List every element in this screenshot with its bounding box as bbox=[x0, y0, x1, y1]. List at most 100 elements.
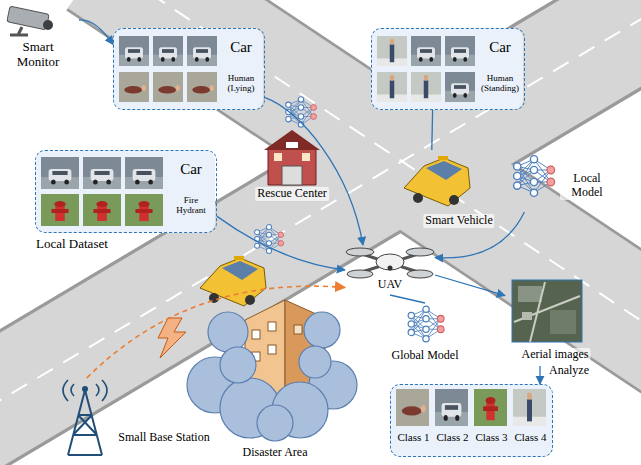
rescue-center bbox=[282, 166, 302, 185]
box-text: Car bbox=[180, 161, 202, 178]
box-text: Fire Hydrant bbox=[168, 195, 214, 216]
thumbnail bbox=[119, 36, 149, 66]
thumbnail bbox=[377, 36, 407, 66]
neural-net-icon bbox=[408, 306, 444, 342]
uav-icon bbox=[362, 254, 418, 272]
disaster-node: Disaster Area bbox=[200, 300, 350, 462]
node-label: Local Dataset bbox=[34, 237, 110, 252]
thumbnail bbox=[187, 36, 217, 66]
uav-icon bbox=[347, 270, 373, 278]
thumbnail bbox=[41, 36, 546, 426]
box-text: Class 1 bbox=[397, 431, 429, 444]
box-fill bbox=[113, 28, 263, 110]
thumbnail bbox=[41, 157, 79, 189]
thumbnail bbox=[377, 72, 407, 102]
disaster-area bbox=[299, 346, 331, 378]
rescue-center bbox=[264, 130, 320, 185]
camera-icon bbox=[43, 20, 53, 30]
aerial-image bbox=[512, 280, 582, 342]
rescue-center bbox=[302, 153, 310, 161]
thumbnail bbox=[153, 72, 183, 102]
thumbnail bbox=[41, 194, 79, 226]
thumbnail bbox=[125, 194, 163, 226]
road bbox=[0, 0, 641, 424]
node-label: Global Model bbox=[390, 349, 461, 363]
building-node: Rescue Center bbox=[250, 125, 334, 205]
box-text: Class 3 bbox=[475, 431, 507, 444]
node-label: Rescue Center bbox=[255, 187, 329, 201]
rescue-center bbox=[264, 130, 320, 150]
disaster-area bbox=[208, 312, 248, 352]
thumbnail bbox=[445, 72, 475, 102]
connector bbox=[217, 216, 345, 270]
base-station-node: Small Base Station bbox=[58, 378, 218, 450]
box-text: Class 2 bbox=[436, 431, 468, 444]
aerial-image bbox=[518, 286, 542, 302]
uav-icon bbox=[406, 248, 434, 256]
thumbnail bbox=[125, 157, 163, 189]
disaster-area bbox=[268, 322, 276, 331]
node-label: Smart Monitor bbox=[0, 40, 76, 70]
thumbnail bbox=[83, 157, 121, 189]
thumbnail bbox=[435, 389, 468, 426]
thumbnail bbox=[513, 389, 546, 426]
rescue-center bbox=[286, 142, 298, 148]
node-label: UAV bbox=[376, 278, 404, 292]
disaster-area bbox=[252, 330, 260, 339]
aerial-image bbox=[514, 282, 580, 342]
box-text: Car bbox=[489, 39, 511, 56]
camera-icon bbox=[7, 6, 49, 30]
vehicle bbox=[200, 156, 470, 306]
thumbnail bbox=[396, 389, 429, 426]
disaster-area bbox=[187, 300, 357, 441]
uav-icon bbox=[376, 254, 404, 270]
thumbnail bbox=[83, 194, 121, 226]
thumbnail bbox=[187, 72, 217, 102]
node-label: Disaster Area bbox=[241, 446, 310, 460]
uav-node: UAV bbox=[345, 245, 435, 295]
uav-icon bbox=[388, 266, 393, 271]
box-fill bbox=[390, 384, 553, 457]
connector bbox=[79, 20, 113, 45]
thumbnail bbox=[445, 36, 475, 66]
box-text: Human (Lying) bbox=[220, 73, 262, 94]
node-label: Aerial images bbox=[520, 348, 591, 362]
neural-net-icon bbox=[255, 225, 284, 254]
uav-icon bbox=[407, 270, 433, 278]
thumbnail bbox=[119, 72, 149, 102]
base-station-icon bbox=[63, 380, 107, 455]
node-label: Smart Vehicle bbox=[423, 214, 494, 228]
camera-icon bbox=[7, 6, 53, 35]
aerial-image bbox=[550, 310, 576, 334]
neural-net-icon bbox=[255, 97, 555, 342]
monitor-node: Smart Monitor bbox=[2, 2, 79, 74]
box-fill bbox=[35, 150, 215, 233]
dataset-box: CarFire HydrantLocal Dataset bbox=[35, 150, 217, 233]
box-text: Class 4 bbox=[514, 431, 546, 444]
box-text: Human (Standing) bbox=[478, 73, 522, 94]
lightning-icon bbox=[158, 318, 186, 358]
base-station-icon bbox=[68, 390, 102, 455]
model-node: Global Model bbox=[383, 303, 467, 367]
aerial-image bbox=[512, 280, 582, 342]
uav-icon bbox=[346, 248, 374, 256]
thumbnail bbox=[411, 36, 441, 66]
vehicle bbox=[404, 156, 470, 206]
uav-icon bbox=[346, 248, 434, 278]
node-label: Local Model bbox=[560, 172, 614, 200]
model-node: Local Model bbox=[508, 150, 617, 212]
thumbnail bbox=[411, 72, 441, 102]
vehicle-node: Smart Vehicle bbox=[400, 150, 506, 232]
box-fill bbox=[371, 28, 523, 110]
thumbnail bbox=[474, 389, 507, 426]
connector bbox=[431, 110, 433, 150]
edge-label: Analyze bbox=[547, 364, 591, 378]
connector bbox=[87, 286, 345, 378]
dataset-box: CarHuman (Standing) bbox=[371, 28, 525, 110]
base-station-icon bbox=[63, 380, 107, 401]
dataset-box: CarHuman (Lying) bbox=[113, 28, 265, 110]
disaster-area bbox=[187, 312, 357, 441]
lightning-icon bbox=[158, 318, 186, 358]
